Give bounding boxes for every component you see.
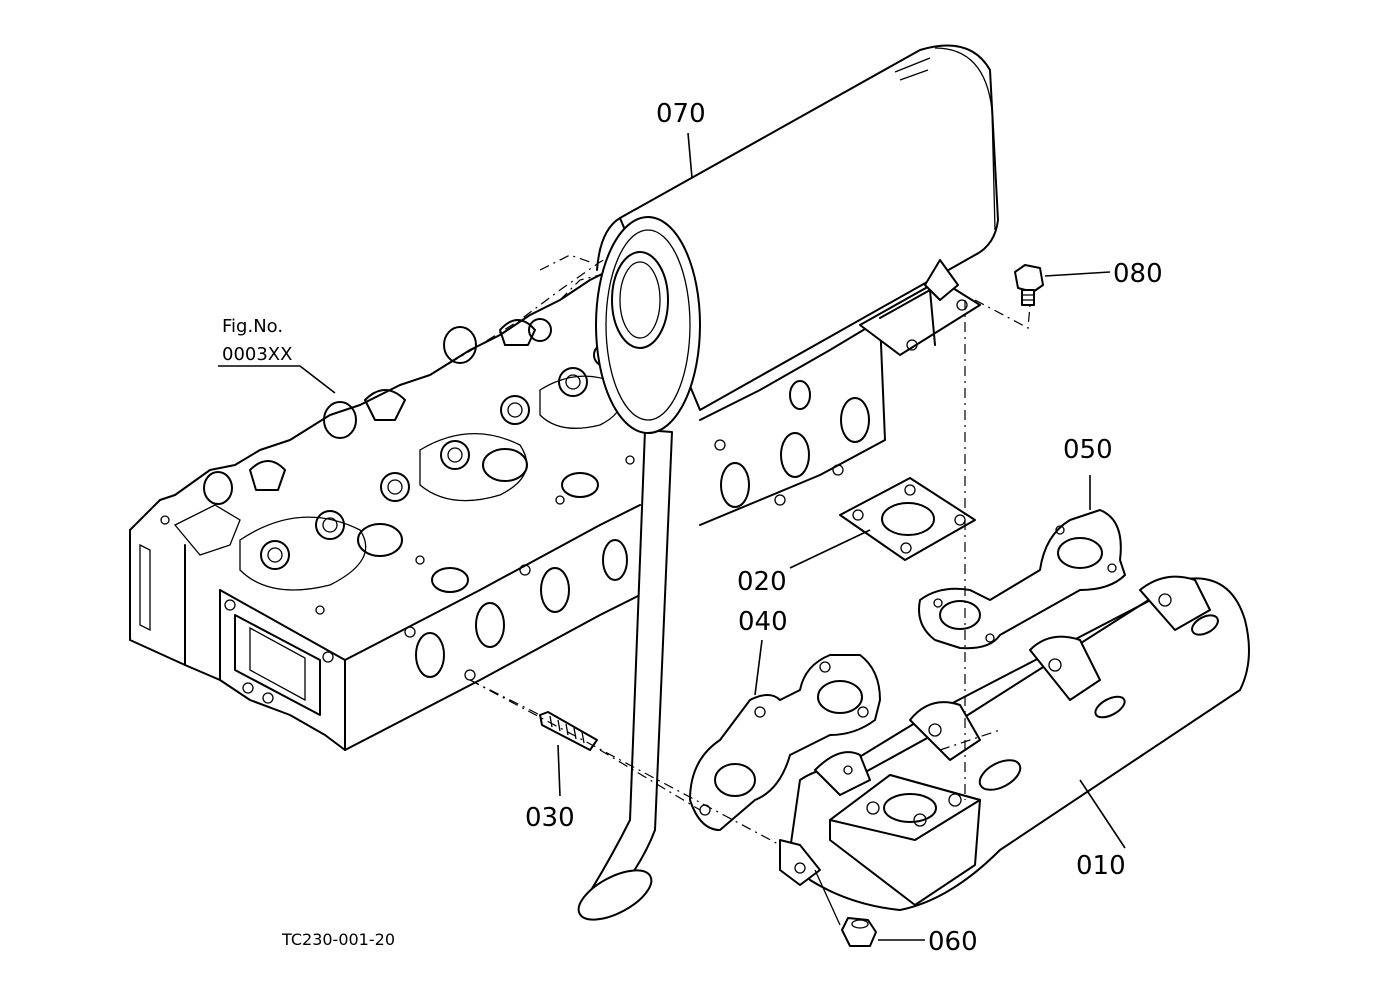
- part-020-gasket: [839, 477, 976, 561]
- part-040-manifold-gasket: [689, 654, 881, 831]
- cylinder-head-top-features: [160, 318, 635, 615]
- part-070-muffler: [577, 44, 999, 921]
- callout-050: 050: [1063, 435, 1113, 465]
- figure-reference-line1: Fig.No.: [222, 316, 283, 337]
- assembly-lines: [469, 299, 1031, 926]
- figure-reference: Fig.No. 0003XX: [218, 316, 336, 394]
- drawing-code: TC230-001-20: [281, 930, 395, 949]
- callout-020: 020: [737, 567, 787, 597]
- callout-060: 060: [928, 927, 978, 957]
- callout-010: 010: [1076, 851, 1126, 881]
- callout-leaders: [557, 132, 1126, 941]
- part-030-stud: [539, 711, 598, 751]
- part-060-nut: [841, 917, 877, 947]
- callout-080: 080: [1113, 259, 1163, 289]
- callout-070: 070: [656, 99, 706, 129]
- callout-040: 040: [738, 607, 788, 637]
- part-050-manifold-gasket: [918, 509, 1126, 650]
- figure-reference-line2: 0003XX: [222, 344, 292, 365]
- part-080-bolt: [1014, 264, 1044, 306]
- callout-030: 030: [525, 803, 575, 833]
- part-010-exhaust-manifold: [779, 575, 1250, 911]
- cylinder-head: [129, 239, 886, 751]
